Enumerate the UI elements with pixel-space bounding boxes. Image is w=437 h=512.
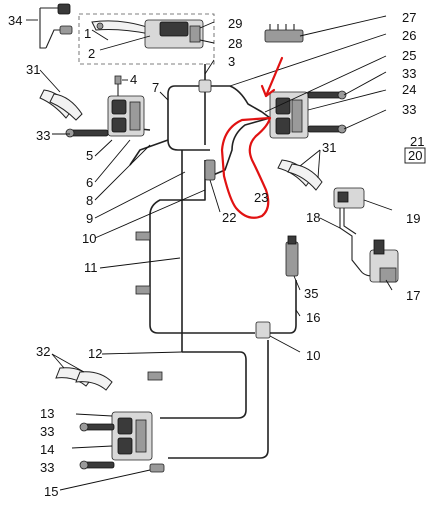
handlebar-group-outline (78, 13, 215, 65)
callout-17: 17 (406, 288, 420, 303)
callout-14: 14 (40, 442, 54, 457)
caliper-bolts-front-left (65, 128, 109, 138)
callout-21: 21 (410, 134, 424, 149)
callout-16: 16 (306, 310, 320, 325)
callout-11: 11 (84, 260, 98, 275)
rear-brake-pedal-cylinder (369, 239, 399, 283)
front-left-caliper (107, 75, 145, 137)
brake-pads-front-left (39, 89, 83, 121)
callout-34: 34 (8, 13, 22, 28)
callout-2: 2 (88, 46, 95, 61)
callout-15: 15 (44, 484, 58, 499)
red-highlight-annotation (220, 56, 284, 219)
pipe-clamps (135, 231, 163, 381)
callout-26: 26 (402, 28, 416, 43)
callout-33-b: 33 (402, 102, 416, 117)
callout-20-box (404, 147, 426, 164)
callout-9: 9 (86, 211, 93, 226)
rear-master-cylinder (333, 187, 373, 277)
hose-fitting-22 (204, 159, 216, 181)
callout-8: 8 (86, 193, 93, 208)
callout-7: 7 (152, 80, 159, 95)
callout-31-a: 31 (26, 62, 40, 77)
front-right-caliper (269, 91, 309, 139)
callout-10-a: 10 (82, 231, 96, 246)
callout-27: 27 (402, 10, 416, 25)
callout-5: 5 (86, 148, 93, 163)
brake-pads-front-right (277, 159, 323, 191)
callout-33-c: 33 (36, 128, 50, 143)
callout-20: 20 (408, 148, 422, 163)
brake-pads-rear (55, 367, 113, 391)
caliper-bolts-rear (79, 422, 115, 470)
junction-block-bottom (255, 321, 271, 339)
callout-18: 18 (306, 210, 320, 225)
callout-22: 22 (222, 210, 236, 225)
front-master-cylinder (91, 19, 204, 49)
brake-lines (117, 64, 297, 459)
leader-lines (26, 15, 393, 491)
callout-12: 12 (88, 346, 102, 361)
callout-31-b: 31 (322, 140, 336, 155)
callout-28: 28 (228, 36, 242, 51)
callout-4: 4 (130, 72, 137, 87)
caliper-bolts-front-right (307, 90, 347, 134)
callout-19: 19 (406, 211, 420, 226)
callout-23: 23 (254, 190, 268, 205)
callout-35: 35 (304, 286, 318, 301)
brake-light-switch (39, 3, 73, 49)
callout-13: 13 (40, 406, 54, 421)
callout-33-a: 33 (402, 66, 416, 81)
callout-33-d: 33 (40, 424, 54, 439)
callout-6: 6 (86, 175, 93, 190)
callout-33-e: 33 (40, 460, 54, 475)
callout-32: 32 (36, 344, 50, 359)
callout-10-b: 10 (306, 348, 320, 363)
callout-29: 29 (228, 16, 242, 31)
callout-labels: 34 1 2 29 28 3 27 26 25 33 24 33 31 4 7 … (8, 10, 426, 499)
rear-caliper (111, 411, 165, 473)
callout-24: 24 (402, 82, 416, 97)
callout-3: 3 (228, 54, 235, 69)
junction-block-top (198, 79, 212, 93)
callout-25: 25 (402, 48, 416, 63)
banjo-bolt-set (264, 24, 304, 43)
brake-sensor (285, 235, 299, 277)
callout-1: 1 (84, 26, 91, 41)
